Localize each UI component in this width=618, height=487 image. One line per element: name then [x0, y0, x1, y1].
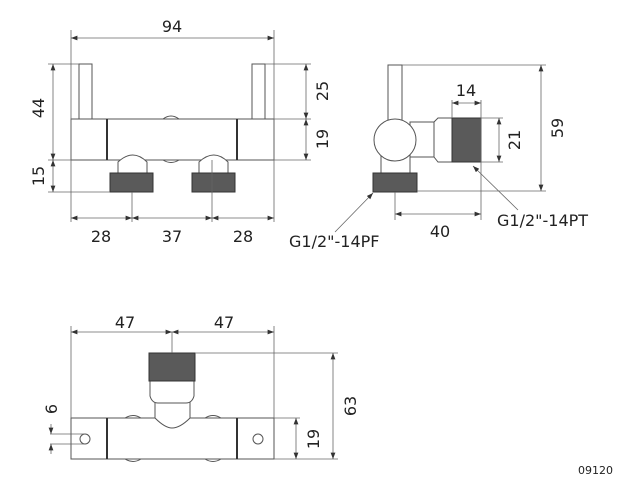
dim-right-half: 47 [214, 313, 234, 332]
dim-body-height: 19 [313, 129, 332, 149]
outlet-thread [451, 117, 482, 163]
dim-overall-height: 63 [341, 396, 360, 416]
valve-body-circle [373, 118, 417, 162]
left-outlet-thread [109, 172, 154, 193]
dim-depth: 40 [430, 222, 450, 241]
dim-hole-diameter: 6 [42, 404, 61, 414]
left-outlet-stem [117, 154, 148, 173]
handle-post [387, 64, 403, 122]
dim-left-half: 47 [115, 313, 135, 332]
side-view: 14 21 59 40 G1/2"-14PF G1/2"-14PT [289, 64, 588, 251]
dim-overall-width: 94 [162, 17, 182, 36]
dimension-lines [334, 64, 546, 233]
left-handle-post [78, 63, 93, 120]
right-outlet-thread [191, 172, 236, 193]
right-handle-post [251, 63, 266, 120]
dim-post-height: 25 [313, 81, 332, 101]
outlet-thread-label: G1/2"-14PT [497, 211, 588, 230]
boss [124, 415, 142, 419]
dim-thread-length: 14 [456, 81, 476, 100]
outlet-collar [149, 380, 195, 404]
boss [204, 415, 222, 419]
dim-outlet-height: 15 [29, 166, 48, 186]
dimension-lines [48, 30, 311, 222]
dim-total-height: 44 [29, 98, 48, 118]
drawing-number: 09120 [578, 464, 613, 477]
mounting-hole [79, 433, 91, 445]
right-outlet-stem [198, 154, 229, 173]
dim-outlet-spacing: 37 [162, 227, 182, 246]
dim-thread-diameter: 21 [505, 130, 524, 150]
dim-right-offset: 28 [233, 227, 253, 246]
inlet-thread [372, 172, 418, 193]
center-boss-bottom [162, 159, 180, 163]
arm-taper [433, 117, 453, 163]
valve-body [70, 118, 275, 161]
boss [124, 458, 142, 462]
boss [204, 458, 222, 462]
inlet-thread-label: G1/2"-14PF [289, 232, 380, 251]
center-boss [162, 115, 180, 120]
dimension-lines [48, 326, 338, 460]
outlet-stem [154, 400, 191, 429]
dim-body-height: 19 [304, 429, 323, 449]
bottom-view: 47 47 63 19 6 [42, 313, 360, 462]
mounting-hole [252, 433, 264, 445]
front-view: 94 44 15 28 37 28 25 19 [29, 17, 332, 246]
outlet-thread [148, 352, 196, 382]
dim-overall-height: 59 [548, 118, 567, 138]
dim-left-offset: 28 [91, 227, 111, 246]
